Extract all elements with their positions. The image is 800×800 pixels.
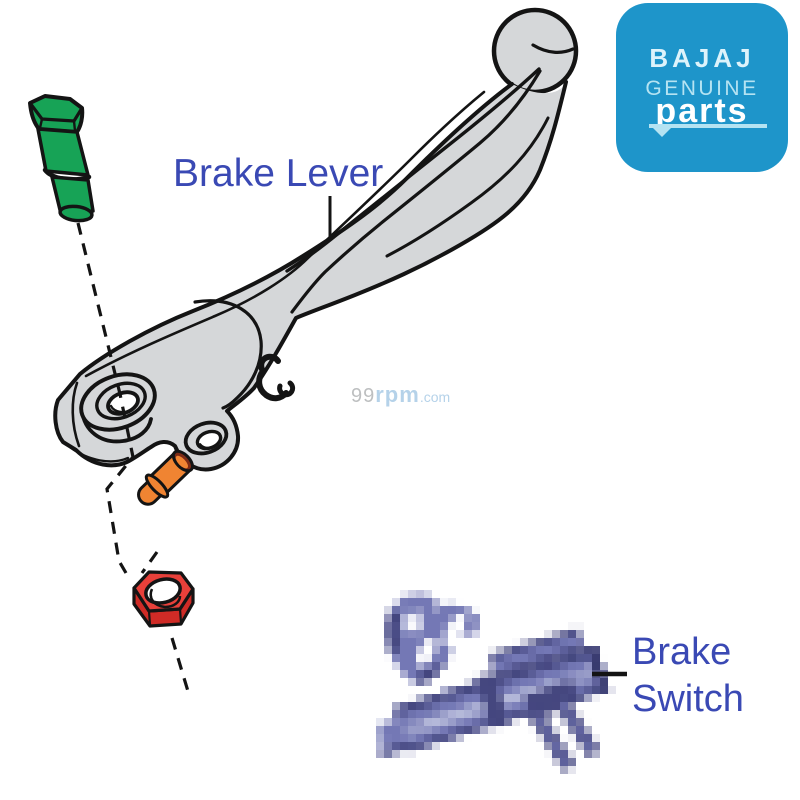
bolt-head-facets (38, 117, 77, 133)
main-centerline (76, 222, 135, 574)
lever-bottom-parallel (68, 445, 130, 463)
brake-switch-label: Brake Switch (632, 629, 744, 723)
brake-switch-label-line2: Switch (632, 678, 744, 720)
brake-lever-label: Brake Lever (173, 152, 384, 195)
brake-switch-image (376, 590, 624, 790)
lever-ridge-line-3 (385, 116, 550, 258)
pin-end-cap-center (175, 455, 188, 469)
logo-genuine-text: GENUINE (645, 77, 759, 100)
logo-parts-text: parts (655, 92, 749, 130)
brake-lever-drawing (53, 7, 579, 472)
clevis-eye-bore-arc (199, 443, 218, 449)
circlip-top-loop (258, 353, 281, 374)
bajaj-logo-badge: BAJAJ GENUINE parts (616, 3, 788, 172)
nut-thread-arc (149, 588, 182, 609)
hex-nut (132, 570, 195, 628)
pivot-boss-thickness-arc (80, 408, 153, 444)
bolt-shank-lower (50, 175, 95, 216)
circlip-bottom-hook (277, 380, 296, 398)
lever-top-edge-parallel (84, 90, 486, 378)
nut-hole (144, 577, 182, 605)
bolt-head-top-face (28, 101, 84, 123)
pivot-hole-bore-arc (109, 404, 134, 414)
brake-switch-label-line1: Brake (632, 631, 732, 673)
pin-tip (137, 480, 163, 506)
below-nut-centerline (170, 637, 192, 699)
watermark-99: 99 (351, 385, 376, 407)
circlip (256, 353, 296, 402)
pin-axis-centerline (140, 551, 159, 574)
logo-underline (649, 124, 767, 137)
pin-flange (144, 473, 170, 499)
clevis-pin (137, 449, 194, 506)
watermark: 99 rpm .com (351, 382, 450, 408)
circlip-body (256, 368, 289, 402)
pivot-boss-middle-ring (95, 381, 147, 421)
lever-ball-end (491, 7, 579, 95)
logo-brand-text: BAJAJ (649, 43, 755, 73)
lever-pocket-contour (193, 299, 263, 410)
pivot-bolt (28, 94, 95, 223)
logo-arrow-icon (652, 127, 672, 137)
bolt-tip (58, 204, 94, 223)
watermark-rpm: rpm (375, 382, 420, 407)
nut-edge-seams (147, 608, 183, 626)
lever-ridge-line-2 (290, 69, 542, 314)
lever-ball-contour (531, 43, 575, 54)
lever-end-face-line (71, 381, 81, 448)
watermark-dotcom: .com (419, 389, 451, 405)
lever-blade-outline (53, 80, 568, 472)
